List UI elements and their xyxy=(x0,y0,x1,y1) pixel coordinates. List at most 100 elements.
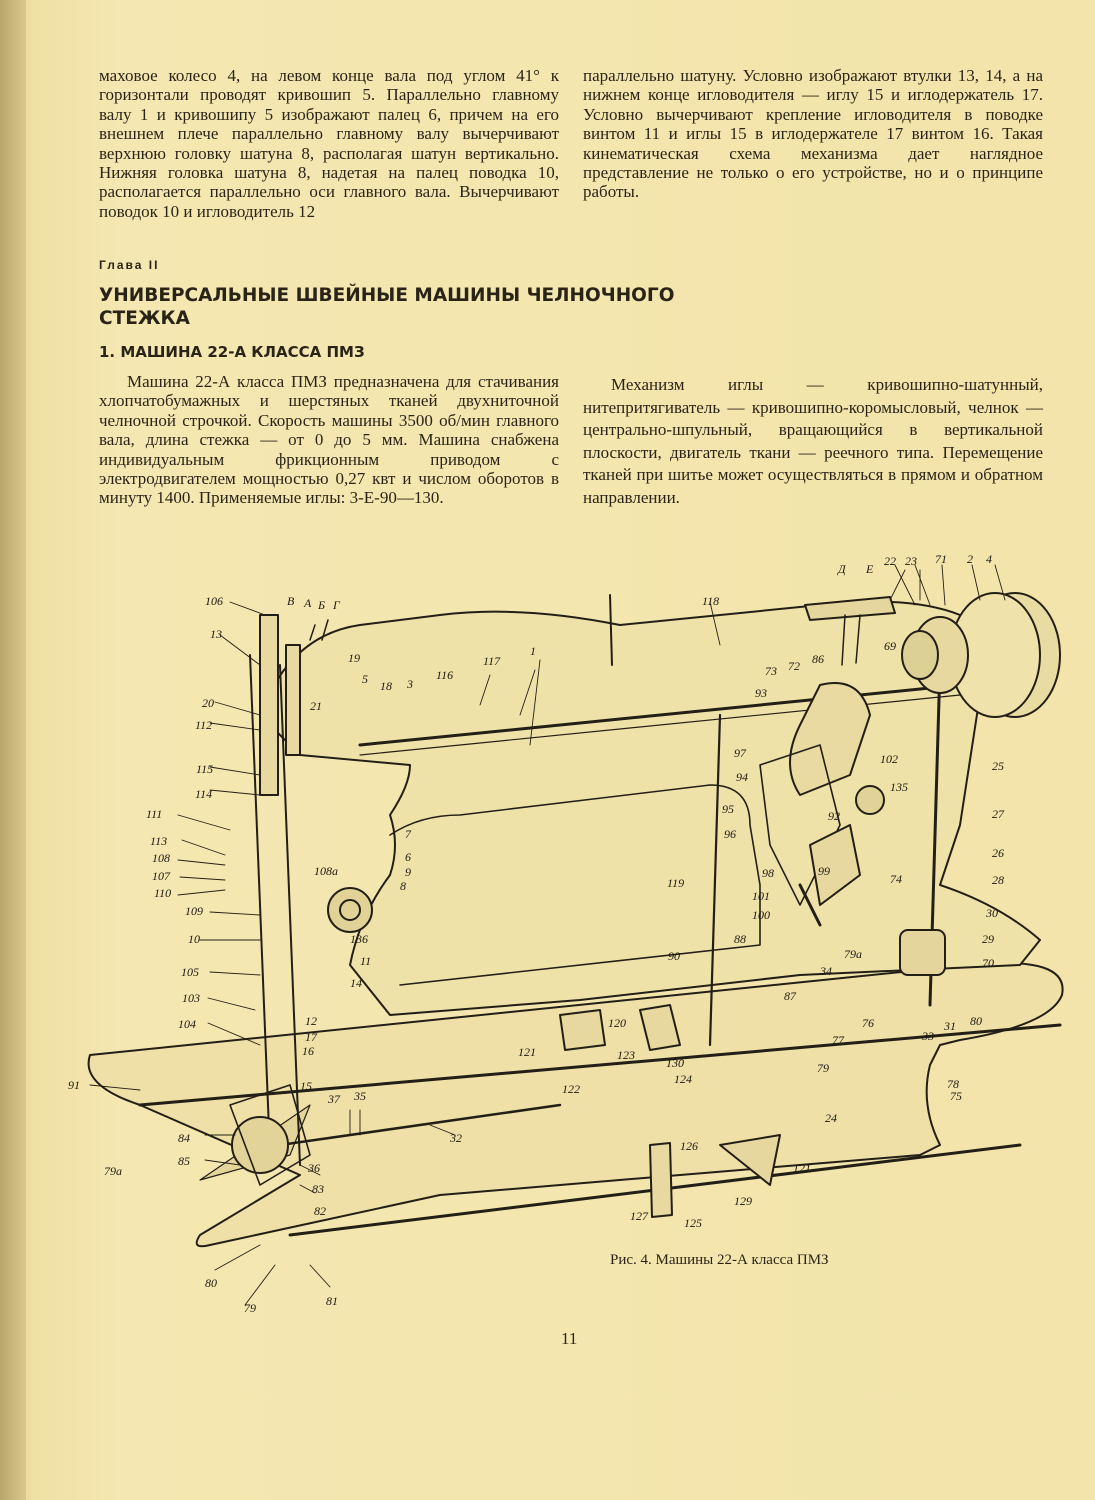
part-label: 110 xyxy=(154,886,171,900)
part-label: 25 xyxy=(992,759,1004,773)
part-label: 101 xyxy=(752,889,770,903)
part-label: 121 xyxy=(518,1045,536,1059)
part-label: 80 xyxy=(970,1014,982,1028)
part-label: 77 xyxy=(832,1033,845,1047)
part-label: 118 xyxy=(702,594,719,608)
section-title: 1. МАШИНА 22-А КЛАССА ПМЗ xyxy=(99,343,365,361)
book-spine-shadow xyxy=(0,0,26,1500)
part-label: 81 xyxy=(326,1294,338,1308)
part-label: 7 xyxy=(405,827,412,841)
part-label: 121 xyxy=(793,1161,811,1175)
part-label: 80 xyxy=(205,1276,217,1290)
part-label: 83 xyxy=(312,1182,324,1196)
part-label: 12 xyxy=(305,1014,317,1028)
part-label: 122 xyxy=(562,1082,580,1096)
part-label: 74 xyxy=(890,872,902,886)
part-label: 15 xyxy=(300,1079,312,1093)
part-label: Б xyxy=(317,598,325,612)
part-label: 123 xyxy=(617,1048,635,1062)
part-label: А xyxy=(303,596,312,610)
part-label: 17 xyxy=(305,1030,318,1044)
part-label: 108 xyxy=(152,851,170,865)
part-label: 86 xyxy=(812,652,824,666)
part-label: 126 xyxy=(680,1139,698,1153)
part-label: 79 xyxy=(244,1301,256,1315)
part-label: 30 xyxy=(985,906,998,920)
part-label: 136 xyxy=(350,932,368,946)
part-label: 32 xyxy=(449,1131,462,1145)
part-label: 79 xyxy=(817,1061,829,1075)
part-label: 19 xyxy=(348,651,360,665)
part-label: 98 xyxy=(762,866,774,880)
part-label: 84 xyxy=(178,1131,190,1145)
part-label: 97 xyxy=(734,746,747,760)
part-label: 70 xyxy=(982,956,994,970)
part-label: Д xyxy=(837,562,847,576)
part-label: 117 xyxy=(483,654,501,668)
part-label: 119 xyxy=(667,876,684,890)
part-label: 8 xyxy=(400,879,406,893)
part-label: 92 xyxy=(828,809,840,823)
part-label: 75 xyxy=(950,1089,962,1103)
part-label: 108а xyxy=(314,864,338,878)
part-label: 115 xyxy=(196,762,213,776)
part-label: 82 xyxy=(314,1204,326,1218)
part-label: 6 xyxy=(405,850,411,864)
part-label: 69 xyxy=(884,639,896,653)
part-label: 37 xyxy=(327,1092,341,1106)
paragraph-machine-description: Машина 22-А класса ПМЗ предназначена для… xyxy=(99,372,559,508)
figure-caption: Рис. 4. Машины 22-А класса ПМЗ xyxy=(610,1252,829,1268)
part-label: 103 xyxy=(182,991,200,1005)
part-label: 135 xyxy=(890,780,908,794)
part-label: 78 xyxy=(947,1077,959,1091)
part-label: 2 xyxy=(967,552,973,566)
part-label: 20 xyxy=(202,696,214,710)
part-label: 129 xyxy=(734,1194,752,1208)
part-label: Г xyxy=(332,598,341,612)
paragraph-mechanism-description: Механизм иглы — кривошипно-шатунный, нит… xyxy=(583,375,1043,507)
part-label: 23 xyxy=(905,554,917,568)
part-label: 124 xyxy=(674,1072,692,1086)
part-label: 79а xyxy=(844,947,862,961)
part-label: 106 xyxy=(205,594,223,608)
part-label: 90 xyxy=(668,949,680,963)
chapter-title: УНИВЕРСАЛЬНЫЕ ШВЕЙНЫЕ МАШИНЫ ЧЕЛНОЧНОГО … xyxy=(99,285,675,329)
part-label: 71 xyxy=(935,552,947,566)
paragraph-top-left: маховое колесо 4, на левом конце вала по… xyxy=(99,66,559,221)
part-label: 11 xyxy=(360,954,371,968)
part-label: 33 xyxy=(921,1029,934,1043)
part-label: 22 xyxy=(884,554,896,568)
part-label: 27 xyxy=(992,807,1005,821)
part-label: 72 xyxy=(788,659,800,673)
part-label: 109 xyxy=(185,904,203,918)
part-label: 114 xyxy=(195,787,212,801)
part-label: 34 xyxy=(819,964,832,978)
part-label: 107 xyxy=(152,869,171,883)
text-column-top-left: маховое колесо 4, на левом конце вала по… xyxy=(99,66,559,221)
paragraph-top-right: параллельно шатуну. Условно изображают в… xyxy=(583,66,1043,202)
part-label: 91 xyxy=(68,1078,80,1092)
part-label: 3 xyxy=(406,677,413,691)
text-column-mid-left: Машина 22-А класса ПМЗ предназначена для… xyxy=(99,372,559,508)
sewing-machine-figure: 106 В А Б Г 13 19 5 18 3 116 117 1 118 2… xyxy=(68,552,1064,1315)
part-label: 93 xyxy=(755,686,767,700)
part-label: 13 xyxy=(210,627,222,641)
part-label: 105 xyxy=(181,965,199,979)
part-label: 4 xyxy=(986,552,992,566)
part-label: 125 xyxy=(684,1216,702,1230)
part-label: 94 xyxy=(736,770,748,784)
part-label: 96 xyxy=(724,827,736,841)
part-label: Е xyxy=(865,562,874,576)
part-label: 76 xyxy=(862,1016,874,1030)
part-label: 111 xyxy=(146,807,162,821)
part-label: 14 xyxy=(350,976,362,990)
part-label: 1 xyxy=(530,644,536,658)
part-label: 127 xyxy=(630,1209,649,1223)
part-label: 21 xyxy=(310,699,322,713)
part-label: 100 xyxy=(752,908,770,922)
part-label: 26 xyxy=(992,846,1004,860)
part-label: 104 xyxy=(178,1017,196,1031)
part-label: 35 xyxy=(353,1089,366,1103)
part-label: 130 xyxy=(666,1056,684,1070)
part-label: 29 xyxy=(982,932,994,946)
